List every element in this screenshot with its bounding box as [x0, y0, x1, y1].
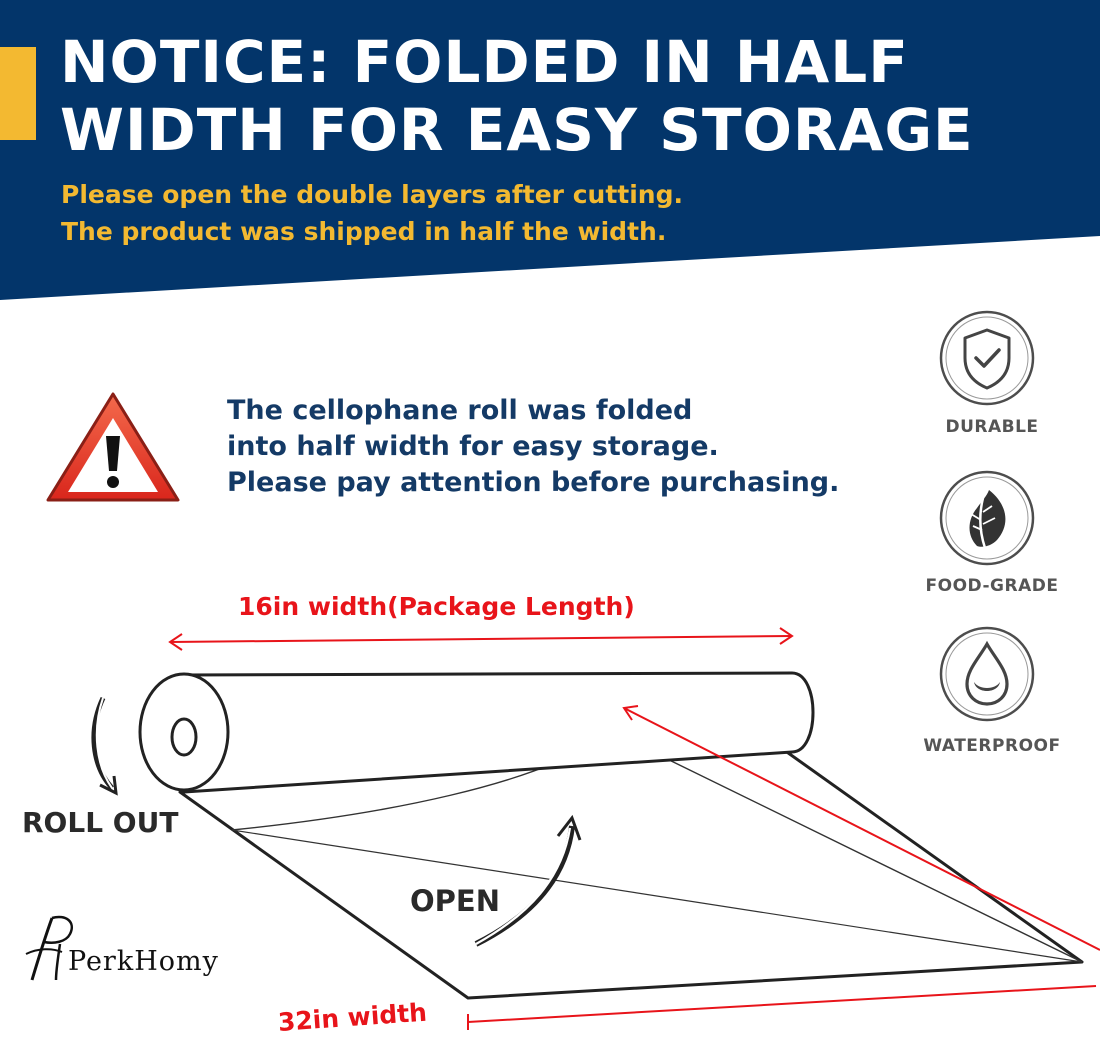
package-length-label: 16in width(Package Length): [238, 592, 635, 621]
package-length-dimension: [168, 627, 794, 651]
feature-label-food-grade: FOOD-GRADE: [925, 576, 1059, 596]
feature-label-waterproof: WATERPROOF: [923, 736, 1061, 756]
cellophane-roll: [138, 671, 815, 794]
water-drop-icon: [939, 626, 1035, 722]
notice-subtext-1: Please open the double layers after cutt…: [61, 180, 683, 209]
warning-text-line-2: into half width for easy storage.: [227, 431, 719, 462]
open-label: OPEN: [410, 884, 500, 918]
notice-banner: [0, 0, 1100, 300]
perkhomy-monogram-icon: [25, 915, 73, 981]
warning-triangle-icon: [46, 392, 180, 502]
shield-check-icon: [939, 310, 1035, 406]
roll-out-label: ROLL OUT: [22, 806, 179, 839]
warning-text-line-1: The cellophane roll was folded: [227, 395, 693, 426]
headline-line-2: WIDTH FOR EASY STORAGE: [60, 96, 974, 164]
headline-line-1: NOTICE: FOLDED IN HALF: [60, 28, 909, 96]
brand-name: PerkHomy: [68, 946, 219, 977]
open-arrow-icon: [474, 814, 582, 947]
leaf-icon: [939, 470, 1035, 566]
full-width-dimension: [467, 705, 1100, 1030]
banner-accent-bar: [0, 47, 36, 140]
notice-headline: NOTICE: FOLDED IN HALF WIDTH FOR EASY ST…: [60, 28, 974, 164]
notice-subtext-2: The product was shipped in half the widt…: [61, 217, 667, 246]
feature-label-durable: DURABLE: [945, 417, 1039, 437]
roll-diagram: [91, 627, 1100, 1030]
warning-text-line-3: Please pay attention before purchasing.: [227, 467, 840, 498]
roll-out-arrow-icon: [91, 696, 118, 796]
